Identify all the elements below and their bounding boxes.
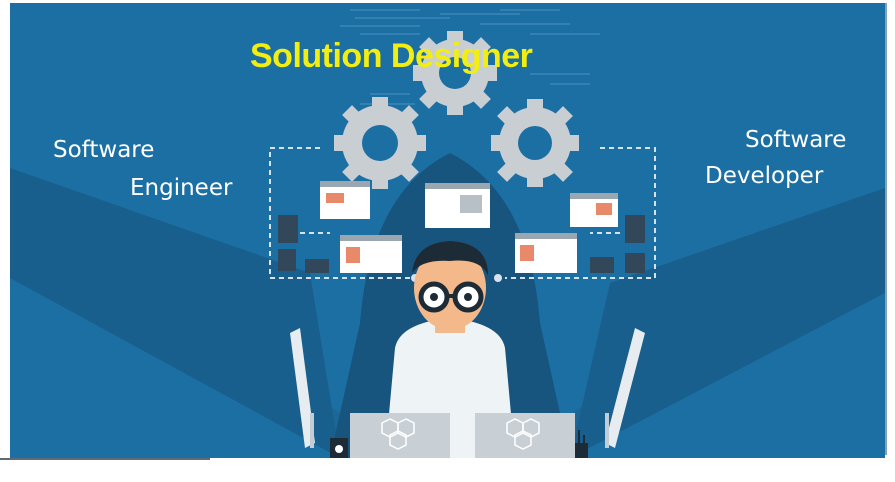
- hexagon-logo-icon: [381, 418, 415, 450]
- laptop-brand-left: Morpheus Labs: [370, 463, 437, 473]
- gear-icon: [413, 31, 497, 115]
- window-card-icon: [425, 183, 490, 228]
- left-laptop: [350, 413, 450, 458]
- code-background: [340, 9, 600, 105]
- hexagon-logo-icon: [506, 418, 540, 450]
- page-title: Solution Designer: [250, 37, 533, 75]
- right-role-line1: Software: [745, 127, 847, 153]
- right-laptop: [475, 413, 575, 458]
- left-monitor: [290, 328, 315, 448]
- window-card-icon: [570, 193, 618, 227]
- dashed-connectors: [269, 147, 656, 279]
- illustration-artwork: [10, 9, 885, 458]
- left-role-line2: Engineer: [130, 175, 233, 201]
- right-role-line2: Developer: [705, 163, 824, 189]
- laptop-brand-right: Morpheus Labs: [491, 463, 558, 473]
- window-card-icon: [515, 233, 577, 273]
- window-card-icon: [320, 181, 370, 219]
- illustration-panel: Solution Designer Software Engineer Soft…: [10, 3, 885, 458]
- left-role-line1: Software: [53, 137, 155, 163]
- coffee-cup-icon: [330, 438, 348, 458]
- gear-icon: [491, 99, 579, 187]
- divider: [0, 458, 210, 460]
- gear-icon: [334, 97, 426, 189]
- window-card-icon: [340, 235, 402, 273]
- right-monitor: [605, 328, 645, 448]
- divider: [885, 3, 887, 455]
